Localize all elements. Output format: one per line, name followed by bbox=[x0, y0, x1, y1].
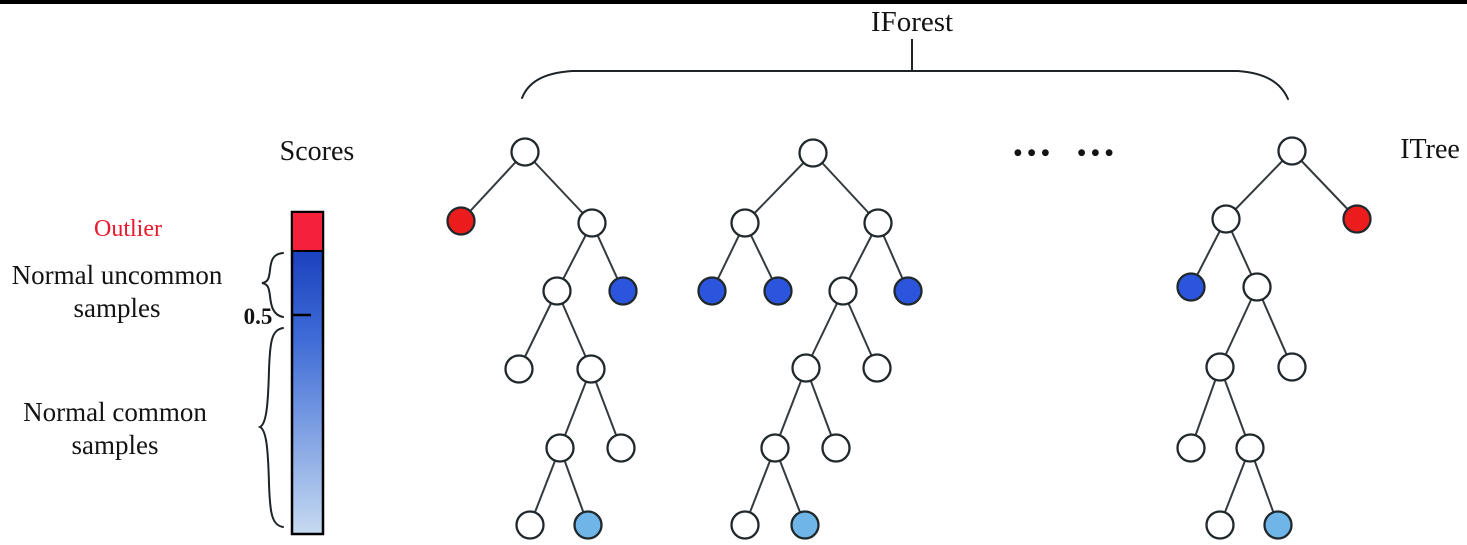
tree-edge bbox=[1225, 150, 1293, 220]
common-range-brace bbox=[257, 327, 284, 528]
tree-node-white bbox=[577, 208, 607, 238]
tree-node-white bbox=[862, 353, 892, 383]
tree-node-white bbox=[504, 354, 534, 384]
tree-node-white bbox=[1277, 352, 1307, 382]
tree-node-blue bbox=[1176, 272, 1206, 302]
tree-node-lightblue bbox=[1263, 510, 1293, 540]
tree-node-red bbox=[1342, 204, 1372, 234]
tree-node-red bbox=[446, 206, 476, 236]
tree-node-blue bbox=[763, 276, 793, 306]
itree-2 bbox=[697, 138, 923, 540]
tree-node-lightblue bbox=[573, 510, 603, 540]
tree-node-blue bbox=[697, 276, 727, 306]
tree-edge bbox=[1219, 286, 1258, 368]
tree-node-white bbox=[863, 208, 893, 238]
itrees-layer bbox=[446, 136, 1372, 540]
tree-node-white bbox=[798, 138, 828, 168]
tree-node-white bbox=[515, 510, 545, 540]
tree-node-white bbox=[510, 137, 540, 167]
tree-node-white bbox=[576, 354, 606, 384]
normal-uncommon-label: Normal uncommon samples bbox=[11, 260, 223, 323]
tree-node-white bbox=[1205, 352, 1235, 382]
tree-node-lightblue bbox=[790, 510, 820, 540]
iforest-title: IForest bbox=[870, 6, 954, 38]
tree-node-white bbox=[1176, 433, 1206, 463]
normal-common-label: Normal common samples bbox=[23, 397, 207, 460]
tree-edge bbox=[524, 151, 593, 224]
itree-n bbox=[1176, 136, 1372, 540]
scores-legend-title: Scores bbox=[279, 136, 355, 167]
tree-edge bbox=[744, 152, 814, 224]
tree-node-white bbox=[791, 353, 821, 383]
threshold-value-label: 0.5 bbox=[243, 304, 273, 329]
tree-node-white bbox=[606, 433, 636, 463]
tree-node-white bbox=[730, 208, 760, 238]
tree-node-white bbox=[1235, 433, 1265, 463]
tree-node-white bbox=[821, 433, 851, 463]
tree-node-white bbox=[828, 276, 858, 306]
uncommon-range-brace bbox=[261, 252, 284, 318]
tree-node-white bbox=[545, 433, 575, 463]
tree-node-white bbox=[1277, 136, 1307, 166]
tree-node-white bbox=[1205, 510, 1235, 540]
tree-node-white bbox=[730, 510, 760, 540]
tree-node-white bbox=[1211, 204, 1241, 234]
tree-node-white bbox=[542, 276, 572, 306]
tree-node-blue bbox=[608, 276, 638, 306]
itree-1 bbox=[446, 137, 638, 540]
score-colorbar-red-segment bbox=[292, 212, 323, 251]
score-colorbar-blue-gradient bbox=[290, 210, 325, 536]
tree-node-blue bbox=[893, 276, 923, 306]
tree-edge bbox=[1291, 150, 1358, 220]
outlier-label: Outlier bbox=[94, 216, 162, 242]
forest-brace bbox=[521, 70, 1289, 100]
tree-node-white bbox=[1242, 272, 1272, 302]
score-colorbar-red-outline bbox=[291, 211, 324, 252]
tree-edge bbox=[812, 152, 879, 224]
score-colorbar bbox=[290, 210, 325, 536]
tree-node-white bbox=[760, 433, 790, 463]
itree-label: ITree bbox=[1400, 134, 1460, 165]
top-border-bar bbox=[0, 0, 1467, 4]
more-trees-ellipsis: ••• ••• bbox=[1013, 140, 1119, 167]
tree-edge bbox=[460, 151, 526, 222]
